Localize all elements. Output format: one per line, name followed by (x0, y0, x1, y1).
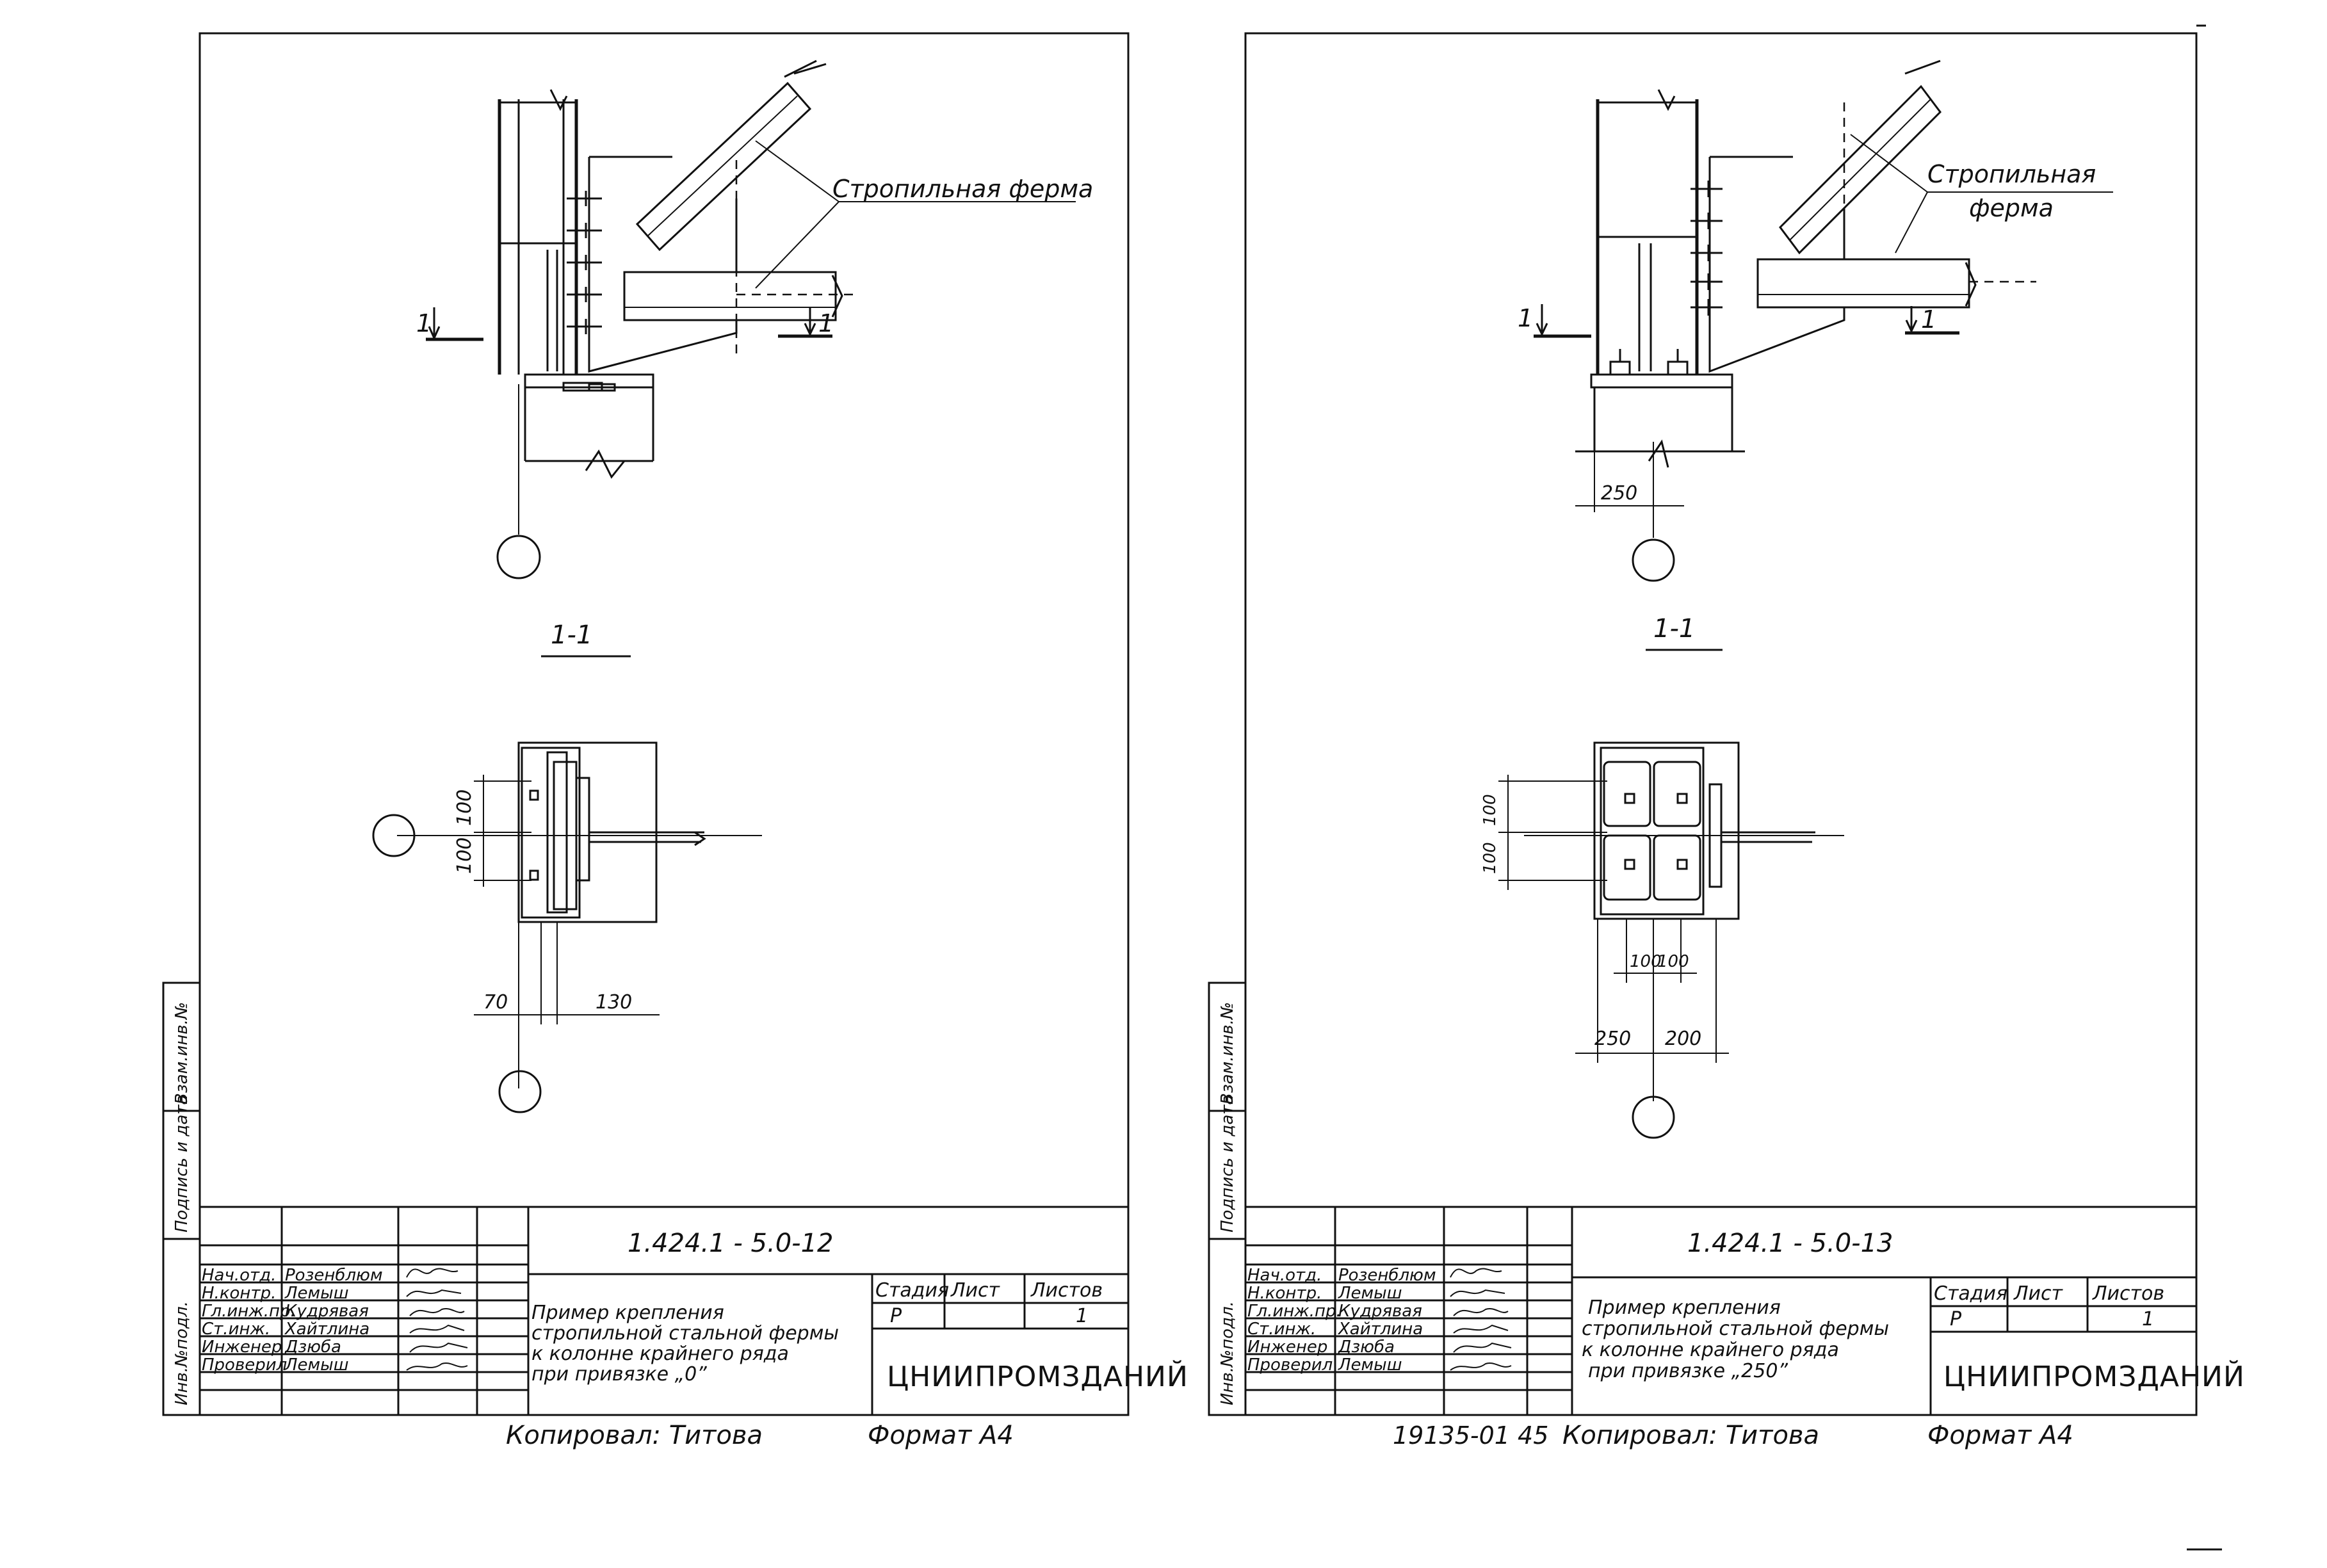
side-label-repl-r: Взам.инв.№ (1218, 1002, 1237, 1104)
sheets-total-r: 1 (2142, 1308, 2154, 1330)
sheet-right-side-strip: Инв.№подл. Подпись и дата Взам.инв.№ (1208, 982, 1247, 1416)
dim-h-100-b: 100 (1657, 952, 1689, 971)
truss-label-1: Стропильная (1927, 160, 2096, 188)
side-label-inv: Инв.№подл. (172, 1301, 191, 1405)
side-label-repl: Взам.инв.№ (172, 1002, 191, 1104)
name-1: Лемыш (284, 1284, 348, 1303)
dim-right-offset: 130 (596, 991, 632, 1014)
dim-bolt-1: 100 (453, 789, 476, 826)
dim-right-offset-r: 200 (1665, 1028, 1701, 1050)
section-title-r: 1-1 (1653, 614, 1695, 643)
title-line-1-r: стропильной стальной фермы (1582, 1318, 1889, 1340)
title-line-1: стропильной стальной фермы (531, 1322, 839, 1345)
name-2-r: Кудрявая (1338, 1302, 1422, 1321)
name-4-r: Дзюба (1338, 1338, 1395, 1357)
axis-bubble-elevation (496, 535, 541, 579)
drawing-code-r: 1.424.1 - 5.0-13 (1687, 1229, 1893, 1258)
title-line-3-r: при привязке „250” (1588, 1360, 1788, 1382)
copied-by: Копировал: Титова (506, 1421, 763, 1450)
section-mark-right: 1 (818, 309, 834, 337)
title-line-0-r: Пример крепления (1588, 1297, 1781, 1319)
sheets-header-r: Листов (2092, 1282, 2164, 1305)
section-mark-left-r: 1 (1518, 304, 1533, 332)
signatures (406, 1268, 468, 1371)
name-4: Дзюба (284, 1338, 341, 1357)
axis-bubble-section (372, 814, 416, 857)
drawing-code: 1.424.1 - 5.0-12 (628, 1229, 833, 1258)
dim-offset-top: 250 (1601, 482, 1637, 505)
sheet-right: Инв.№подл. Подпись и дата Взам.инв.№ (1208, 24, 2245, 1450)
name-3: Хайтлина (284, 1320, 369, 1339)
archive-number: 19135-01 45 (1393, 1421, 1548, 1450)
name-1-r: Лемыш (1338, 1284, 1402, 1303)
truss-label-2: ферма (1969, 194, 2054, 222)
role-3: Ст.инж. (202, 1320, 270, 1339)
sheet-header-r: Лист (2013, 1282, 2064, 1305)
truss-label: Стропильная ферма (832, 175, 1093, 203)
section-title: 1-1 (551, 620, 592, 650)
axis-bubble-bottom-r (1632, 1095, 1675, 1139)
title-line-0: Пример крепления (531, 1302, 724, 1324)
title-line-2: к колонне крайнего ряда (531, 1343, 789, 1365)
elevation-view-right: Стропильная ферма 1 1 250 (1518, 60, 2113, 582)
organization-r: ЦНИИПРОМЗДАНИЙ (1943, 1359, 2245, 1393)
signatures-r (1450, 1268, 1512, 1371)
format-r: Формат А4 (1927, 1421, 2073, 1450)
dim-bolt-2: 100 (453, 837, 476, 874)
dim-bolt-2-r: 100 (1480, 842, 1500, 874)
sheet-left: Инв.№подл. Подпись и дата Взам.инв.№ (162, 32, 1188, 1450)
section-mark-right-r: 1 (1921, 305, 1936, 334)
role-4-r: Инженер (1247, 1338, 1327, 1357)
sheet-left-frame (199, 32, 1130, 1416)
name-0: Розенблюм (285, 1266, 383, 1285)
dim-h-100-a: 100 (1630, 952, 1662, 971)
title-line-3: при привязке „0” (531, 1363, 707, 1386)
dim-bolt-1-r: 100 (1480, 794, 1500, 826)
elevation-view-left: Стропильная ферма 1 1 (416, 60, 1093, 579)
role-0: Нач.отд. (202, 1266, 276, 1285)
role-5: Проверил (202, 1355, 287, 1375)
side-label-sign-r: Подпись и дата (1218, 1095, 1237, 1233)
stage-header-r: Стадия (1934, 1282, 2007, 1305)
sheet-right-frame (1244, 32, 2198, 1416)
section-view-left: 1-1 100 100 70 (372, 620, 762, 1113)
title-block-left: 1.424.1 - 5.0-12 Нач.отд. Н.контр. Гл.ин… (200, 1206, 1188, 1415)
stage-value: Р (890, 1305, 902, 1327)
role-1: Н.контр. (202, 1284, 276, 1303)
title-block-right: 1.424.1 - 5.0-13 Нач.отд. Н.контр. Гл.ин… (1245, 1206, 2245, 1415)
stage-value-r: Р (1950, 1308, 1962, 1330)
sheet-header: Лист (950, 1279, 1001, 1302)
sheet-left-side-strip: Инв.№подл. Подпись и дата Взам.инв.№ (162, 982, 201, 1416)
role-4: Инженер (202, 1338, 282, 1357)
name-3-r: Хайтлина (1337, 1320, 1423, 1339)
side-label-sign: Подпись и дата (172, 1095, 191, 1233)
name-0-r: Розенблюм (1338, 1266, 1436, 1285)
dim-left-offset-r: 250 (1594, 1028, 1631, 1050)
axis-bubble-bottom (498, 1070, 542, 1113)
name-5: Лемыш (284, 1355, 348, 1375)
role-2-r: Гл.инж.пр. (1247, 1302, 1342, 1321)
role-2: Гл.инж.пр. (202, 1302, 296, 1321)
axis-bubble-elevation-r (1632, 538, 1675, 582)
title-line-2-r: к колонне крайнего ряда (1582, 1339, 1839, 1361)
sheets-total: 1 (1076, 1305, 1088, 1327)
name-2: Кудрявая (285, 1302, 369, 1321)
role-5-r: Проверил (1247, 1355, 1333, 1375)
name-5-r: Лемыш (1338, 1355, 1402, 1375)
format: Формат А4 (868, 1421, 1014, 1450)
copied-by-r: Копировал: Титова (1562, 1421, 1819, 1450)
dim-left-offset: 70 (483, 991, 508, 1014)
sheets-header: Листов (1030, 1279, 1103, 1302)
role-3-r: Ст.инж. (1247, 1320, 1316, 1339)
section-view-right: 1-1 100 100 (1480, 614, 1844, 1139)
section-mark-left: 1 (416, 309, 432, 337)
role-1-r: Н.контр. (1247, 1284, 1322, 1303)
stage-header: Стадия (875, 1279, 949, 1302)
organization: ЦНИИПРОМЗДАНИЙ (887, 1359, 1188, 1393)
role-0-r: Нач.отд. (1247, 1266, 1322, 1285)
side-label-inv-r: Инв.№подл. (1218, 1301, 1237, 1405)
